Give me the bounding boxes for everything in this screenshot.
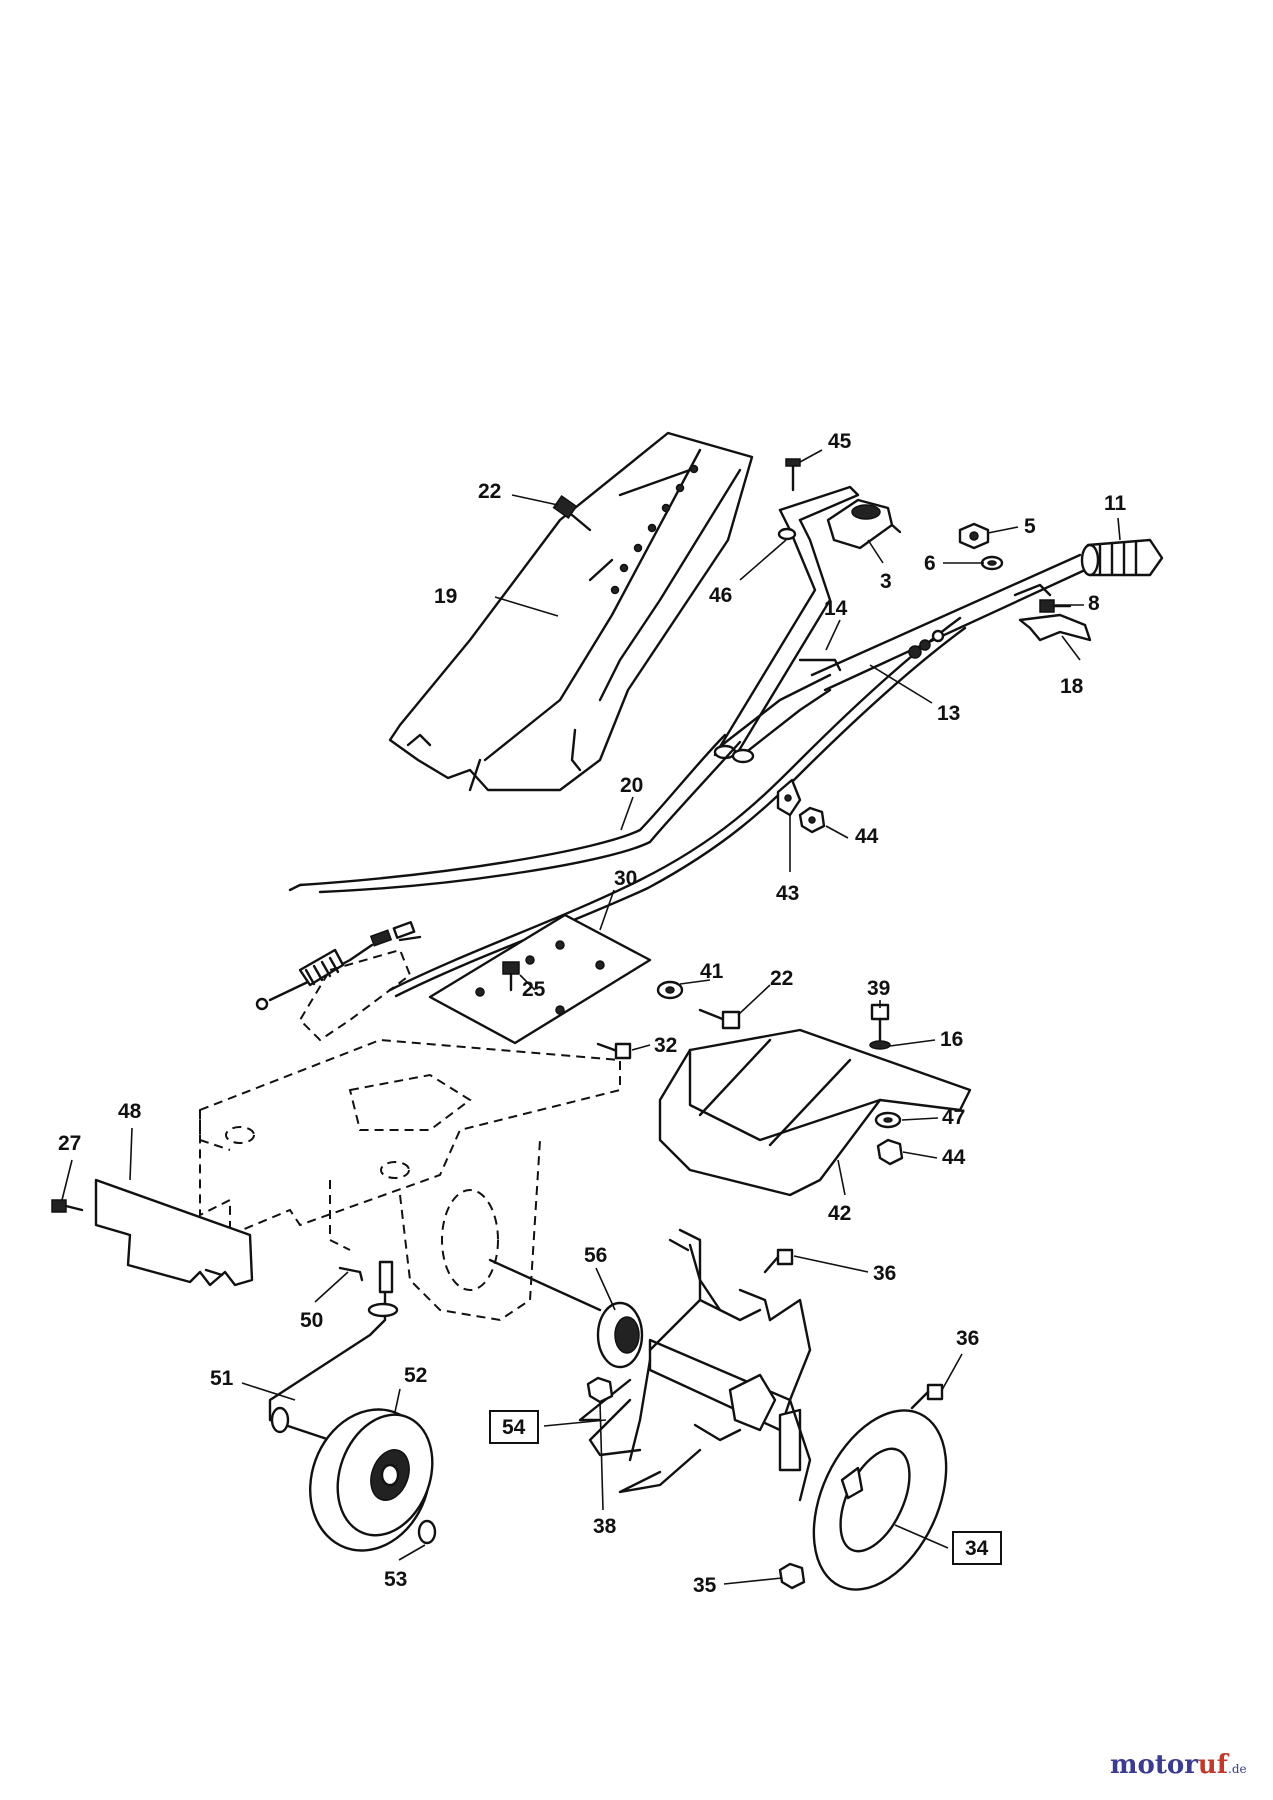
part-16-washer (869, 1040, 891, 1050)
part-22-bolt-lower (698, 1008, 741, 1030)
callout-39: 39 (867, 977, 890, 1000)
part-53-clip (417, 1519, 437, 1545)
lever-bracket (1013, 583, 1052, 597)
callout-32: 32 (654, 1034, 677, 1057)
callout-46: 46 (709, 584, 732, 607)
part-45-screw (785, 458, 801, 492)
part-5-nut (958, 522, 990, 550)
callout-14: 14 (824, 597, 848, 620)
part-6-washer (980, 555, 1004, 571)
callout-43: 43 (776, 882, 799, 905)
callout-50: 50 (300, 1309, 323, 1332)
part-50-pin (338, 1266, 364, 1282)
part-19-handle-cover (388, 431, 754, 792)
part-36-screw (763, 1248, 794, 1274)
callout-45: 45 (828, 430, 852, 453)
part-52-transport-wheel (308, 1408, 434, 1552)
engine-housing-outline (199, 948, 621, 1322)
callout-34-box (952, 1531, 1002, 1565)
part-13-throttle-cable (388, 616, 967, 998)
part-47-washer (874, 1111, 902, 1129)
part-27-screw (51, 1199, 84, 1213)
part-3-control-switch (826, 498, 902, 550)
callout-38: 38 (593, 1515, 617, 1538)
part-11-grip (1080, 538, 1164, 577)
callout-22: 22 (478, 480, 501, 503)
callout-30: 30 (614, 867, 637, 890)
callout-6: 6 (924, 552, 936, 575)
callout-27: 27 (58, 1132, 81, 1155)
watermark-brand-b: uf (1198, 1750, 1230, 1780)
part-51-wheel-axle (268, 1260, 399, 1442)
callout-42: 42 (828, 1202, 851, 1225)
callout-56: 56 (584, 1244, 607, 1267)
watermark-brand-a: motor (1110, 1750, 1198, 1780)
callout-25: 25 (522, 978, 546, 1001)
part-34-protective-disc (812, 1409, 948, 1591)
callout-16: 16 (940, 1028, 963, 1051)
callout-44-lower: 44 (942, 1146, 966, 1169)
part-20-clutch-cable (288, 733, 742, 894)
callout-11: 11 (1104, 492, 1127, 515)
callout-52: 52 (404, 1364, 427, 1387)
part-30-mounting-plate (428, 913, 652, 1045)
part-18-lever (1018, 613, 1092, 642)
part-56-bearing (488, 1258, 644, 1369)
callout-54-box (489, 1410, 539, 1444)
callout-36: 36 (873, 1262, 896, 1285)
part-44-nut (798, 806, 826, 834)
svg-text:motoruf.de: motoruf.de (1110, 1750, 1247, 1780)
leader-lines (61, 449, 1121, 1585)
part-22-bolt (552, 495, 592, 532)
callout-48: 48 (118, 1100, 142, 1123)
part-25-bolt (502, 961, 520, 992)
part-44-nut-lower (876, 1138, 904, 1166)
callout-54: 54 (502, 1416, 526, 1439)
callout-labels: 45 22 11 5 6 3 46 19 8 14 18 13 20 44 43… (58, 430, 1127, 1597)
part-14-handle-bar (713, 485, 1087, 764)
part-42-side-shield (658, 1028, 972, 1197)
callout-41: 41 (700, 960, 724, 983)
callout-47: 47 (942, 1106, 965, 1129)
callout-5: 5 (1024, 515, 1036, 538)
part-8-bolt (1039, 599, 1072, 613)
watermark-tld: .de (1228, 1762, 1247, 1776)
part-39-bolt (870, 1003, 890, 1042)
callout-53: 53 (384, 1568, 407, 1591)
part-35-nut (778, 1562, 806, 1590)
callout-35: 35 (693, 1574, 717, 1597)
part-48-guard-plate (94, 1178, 254, 1287)
callout-44: 44 (855, 825, 879, 848)
callout-51: 51 (210, 1367, 234, 1390)
part-54-tine-assembly (578, 1228, 812, 1502)
callout-18: 18 (1060, 675, 1084, 698)
callout-20: 20 (620, 774, 643, 797)
watermark-logo: motoruf.de (1110, 1750, 1247, 1780)
callout-36-right: 36 (956, 1327, 979, 1350)
part-43-cable-clip (776, 778, 802, 817)
callout-19: 19 (434, 585, 457, 608)
part-32-bolt (596, 1042, 632, 1060)
callout-3: 3 (880, 570, 892, 593)
callout-34: 34 (965, 1537, 989, 1560)
callout-8: 8 (1088, 592, 1100, 615)
part-36-screw-b (910, 1383, 944, 1410)
part-41-washer (656, 980, 684, 1000)
callout-22-lower: 22 (770, 967, 793, 990)
part-38-nut (586, 1376, 614, 1404)
callout-13: 13 (937, 702, 960, 725)
